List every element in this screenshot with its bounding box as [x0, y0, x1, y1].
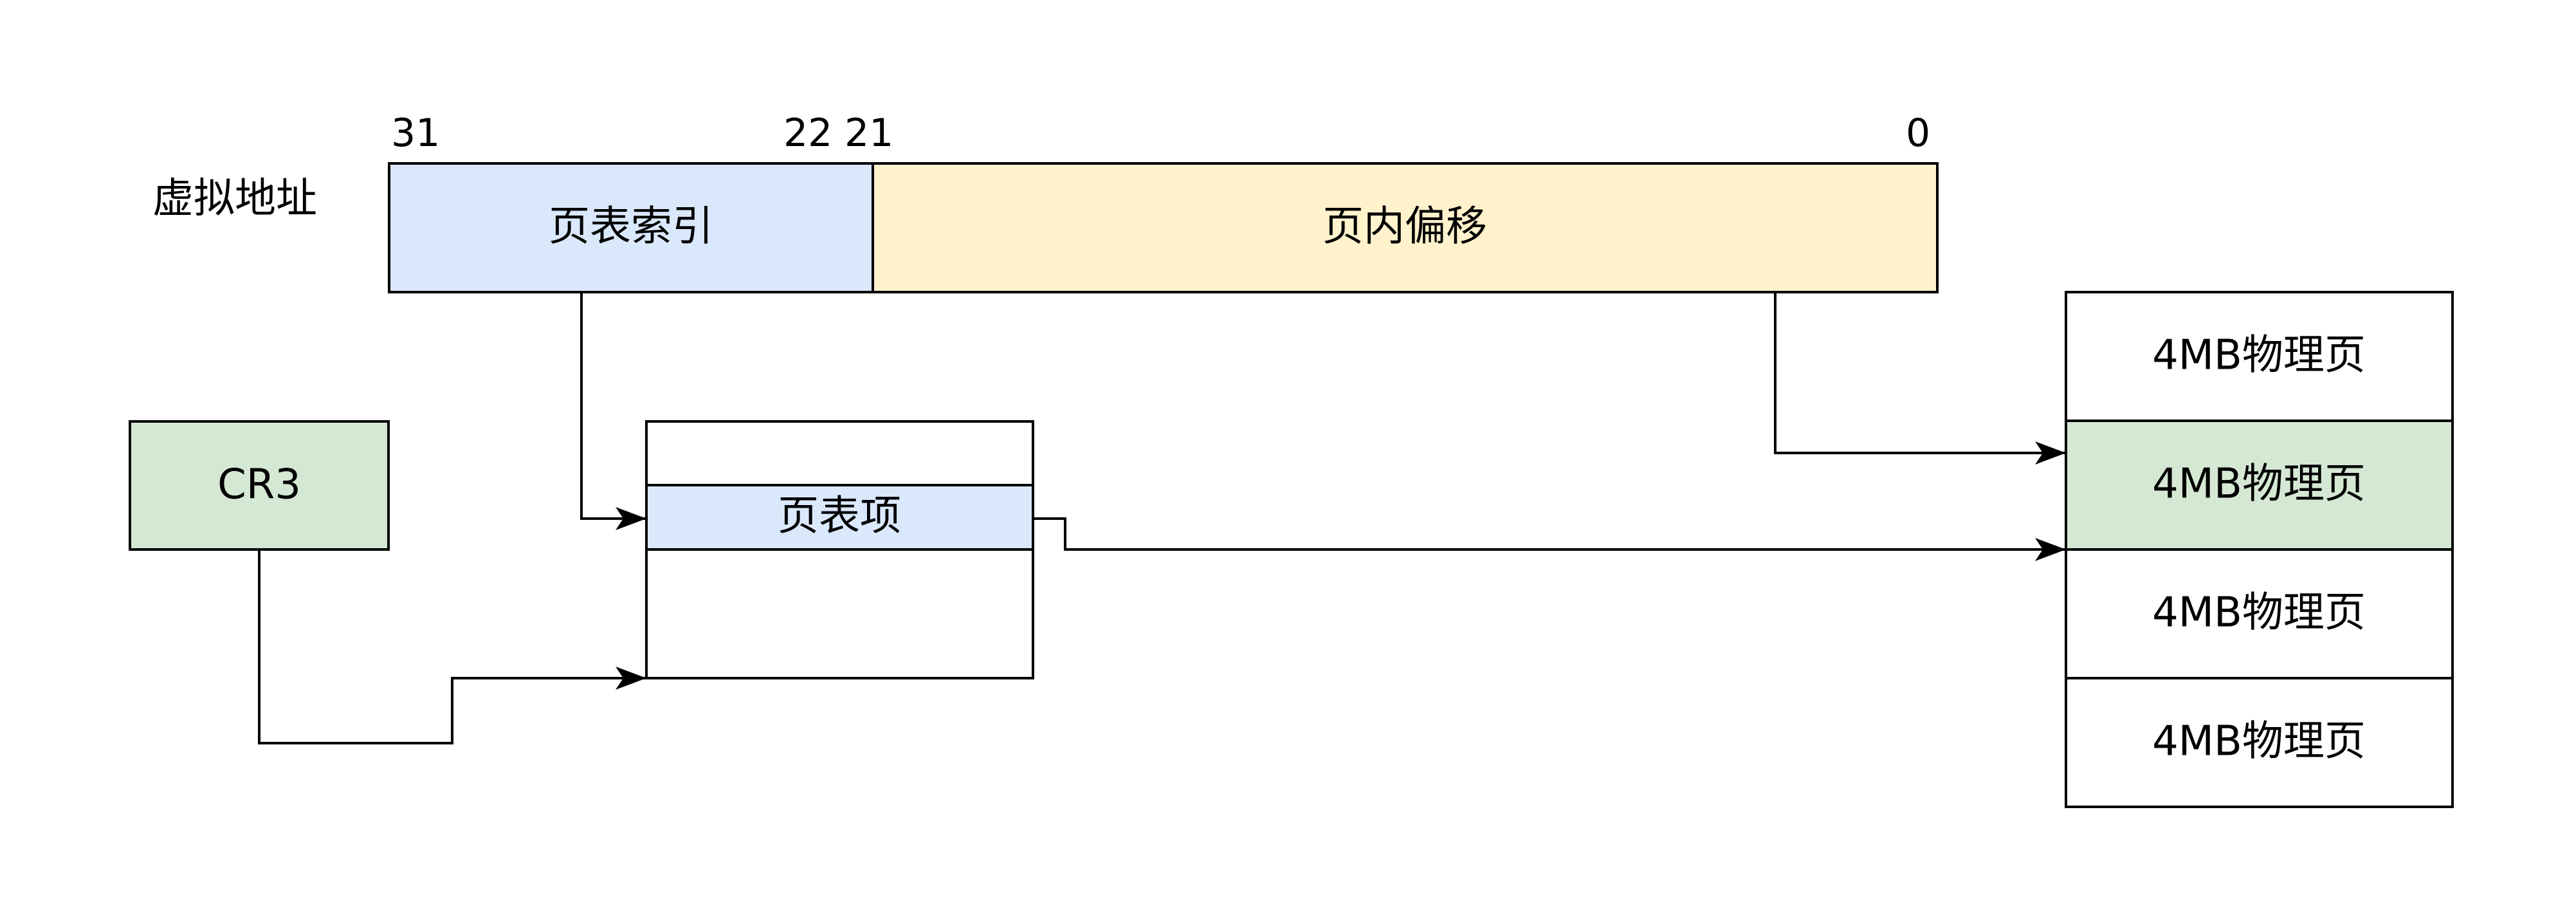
- bit-22-label: 22: [783, 111, 832, 156]
- bit-31-label: 31: [391, 111, 440, 156]
- physical-page-0-label: 4MB物理页: [2152, 332, 2366, 380]
- physical-page-2: [2065, 548, 2454, 679]
- page-table-entry: [645, 484, 1034, 551]
- physical-page-2-label: 4MB物理页: [2152, 589, 2366, 637]
- page-index-field: [388, 162, 874, 293]
- page-offset-to-physical-page-arrow: [1774, 292, 2066, 465]
- cr3-register: [129, 420, 390, 551]
- physical-page-1-label: 4MB物理页: [2152, 461, 2366, 508]
- physical-page-3-label: 4MB物理页: [2152, 718, 2366, 766]
- page-index-to-entry-arrow: [580, 292, 646, 530]
- cr3-to-page-table-arrow: [258, 549, 646, 744]
- page-offset-field: [872, 162, 1939, 293]
- cr3-label: CR3: [217, 461, 301, 509]
- entry-to-physical-page-arrow: [1033, 517, 2066, 561]
- physical-pages: 4MB物理页 4MB物理页 4MB物理页 4MB物理页: [2065, 291, 2454, 808]
- physical-page-0: [2065, 291, 2454, 422]
- page-table-entry-label: 页表项: [778, 493, 901, 540]
- page-index-label: 页表索引: [549, 203, 713, 251]
- page-offset-label: 页内偏移: [1322, 203, 1487, 251]
- physical-page-3: [2065, 677, 2454, 808]
- bit-21-label: 21: [845, 111, 893, 156]
- virtual-address-label: 虚拟地址: [152, 175, 317, 223]
- bit-0-label: 0: [1906, 111, 1930, 156]
